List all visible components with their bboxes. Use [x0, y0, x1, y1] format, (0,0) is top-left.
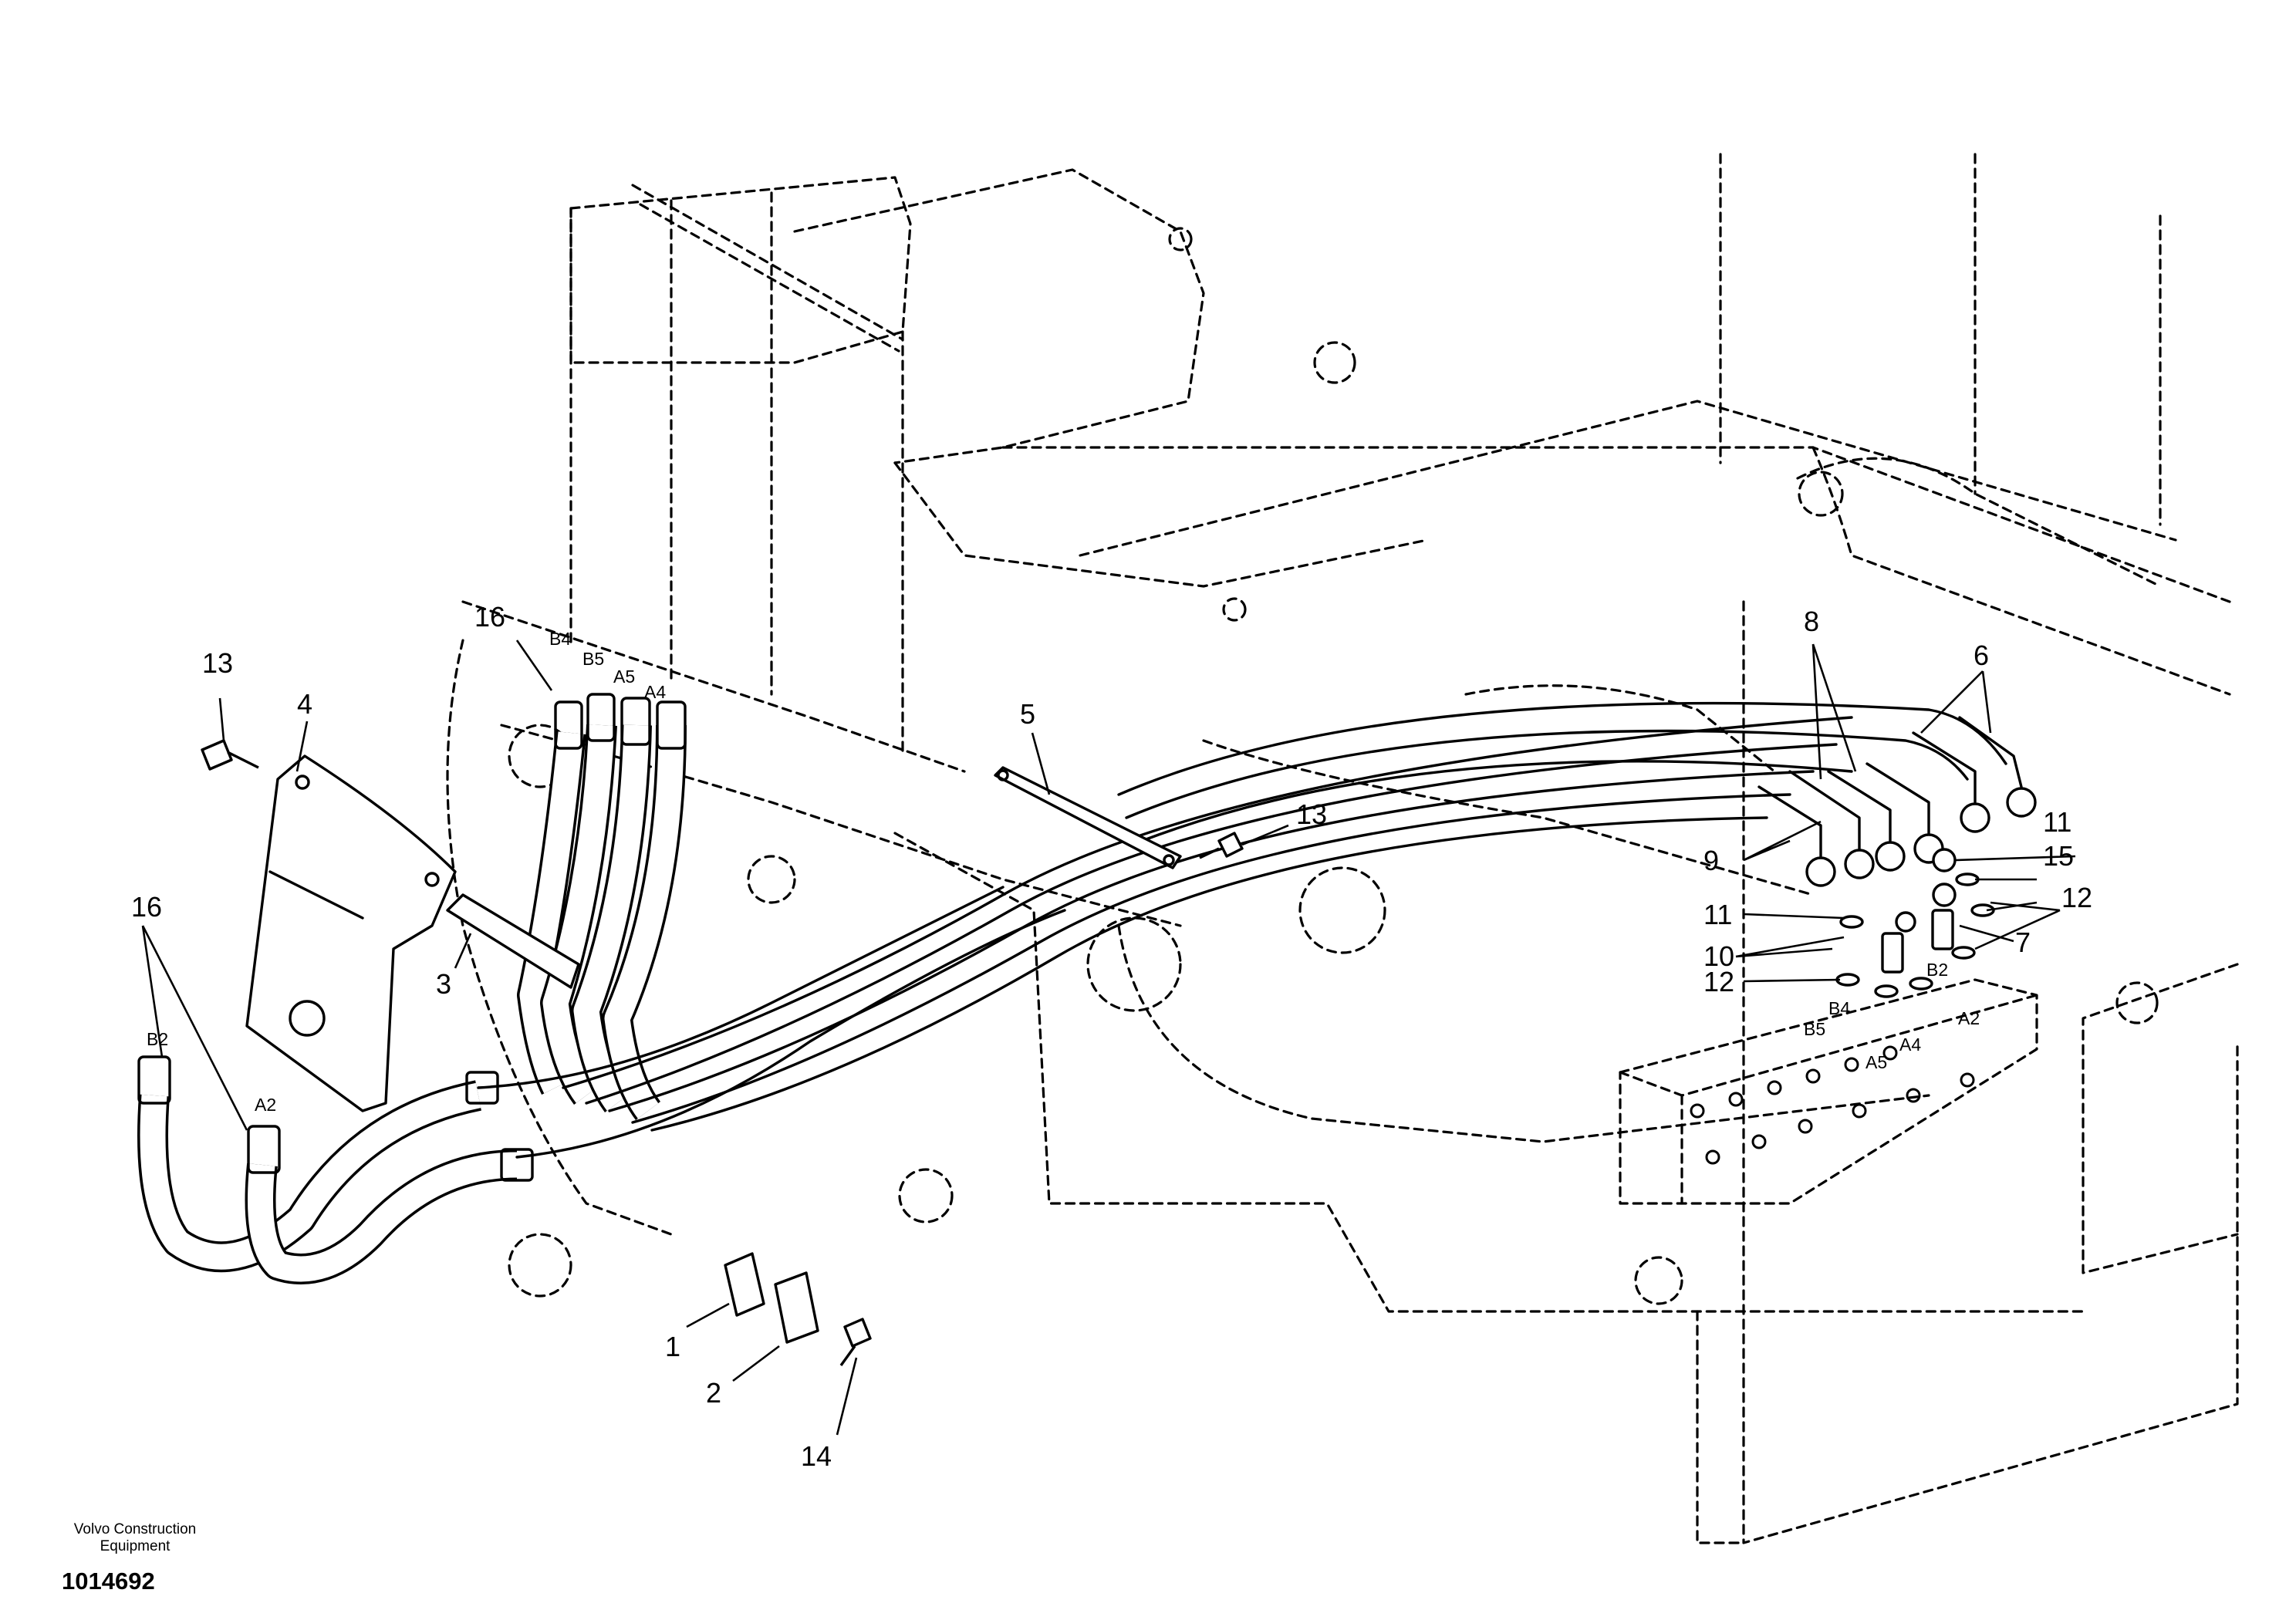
clamp-bar-part-3 [446, 893, 580, 989]
callout-2: 2 [706, 1377, 721, 1409]
bolt-part-13-left [201, 739, 259, 771]
callout-15: 15 [2043, 840, 2074, 872]
callout-11-right: 11 [2043, 806, 2071, 838]
callout-4: 4 [297, 688, 312, 720]
manufacturer-line-1: Volvo Construction [73, 1521, 197, 1537]
port-label-b5-valve: B5 [1804, 1019, 1825, 1039]
callout-14: 14 [801, 1440, 832, 1472]
callout-numbers: 1 2 3 4 5 6 7 8 9 10 11 11 12 12 13 13 1… [131, 601, 2092, 1472]
machine-outline [446, 153, 2239, 1544]
port-label-a4-valve: A4 [1899, 1034, 1921, 1055]
callout-1: 1 [665, 1331, 680, 1362]
drawing-footer: Volvo Construction Equipment 1014692 [46, 1521, 224, 1595]
callout-11-left: 11 [1703, 899, 1732, 930]
port-label-a2-hose: A2 [255, 1095, 276, 1115]
parts [201, 739, 1995, 1366]
callout-8: 8 [1804, 606, 1819, 637]
callout-6: 6 [1974, 640, 1989, 671]
port-labels: B4 B5 A5 A4 B2 A2 B2 B4 A2 B5 A4 A5 [147, 629, 1980, 1115]
port-label-a4-hose: A4 [644, 682, 666, 702]
callout-16-top: 16 [474, 601, 505, 633]
port-label-b2-valve: B2 [1926, 960, 1948, 980]
callout-13-left: 13 [202, 647, 233, 679]
drawing-number: 1014692 [62, 1568, 155, 1595]
leader-lines [141, 640, 2076, 1436]
guard-plate-part-4 [245, 754, 457, 1112]
bolt-part-13-right [1199, 832, 1244, 859]
port-label-a5-valve: A5 [1866, 1052, 1887, 1072]
callout-3: 3 [436, 968, 451, 1000]
port-label-b5-hose: B5 [582, 649, 604, 669]
clamp-part-1 [724, 1252, 765, 1317]
strap-part-5 [994, 766, 1182, 869]
port-label-a2-valve: A2 [1958, 1008, 1980, 1028]
callout-5: 5 [1020, 698, 1035, 730]
callout-12-left: 12 [1703, 966, 1734, 997]
callout-16-left: 16 [131, 891, 162, 923]
callout-13-right: 13 [1296, 798, 1327, 830]
manufacturer-line-2: Equipment [100, 1538, 171, 1554]
port-label-b4-hose: B4 [549, 629, 571, 649]
callout-9: 9 [1703, 845, 1719, 876]
port-label-a5-hose: A5 [613, 667, 635, 687]
callout-7: 7 [2015, 926, 2031, 958]
callout-10: 10 [1703, 940, 1734, 972]
clamp-part-2 [774, 1271, 819, 1344]
bolt-part-14 [839, 1318, 872, 1366]
callout-12-right: 12 [2061, 882, 2092, 913]
port-label-b4-valve: B4 [1828, 998, 1850, 1018]
port-label-b2-hose: B2 [147, 1029, 168, 1049]
